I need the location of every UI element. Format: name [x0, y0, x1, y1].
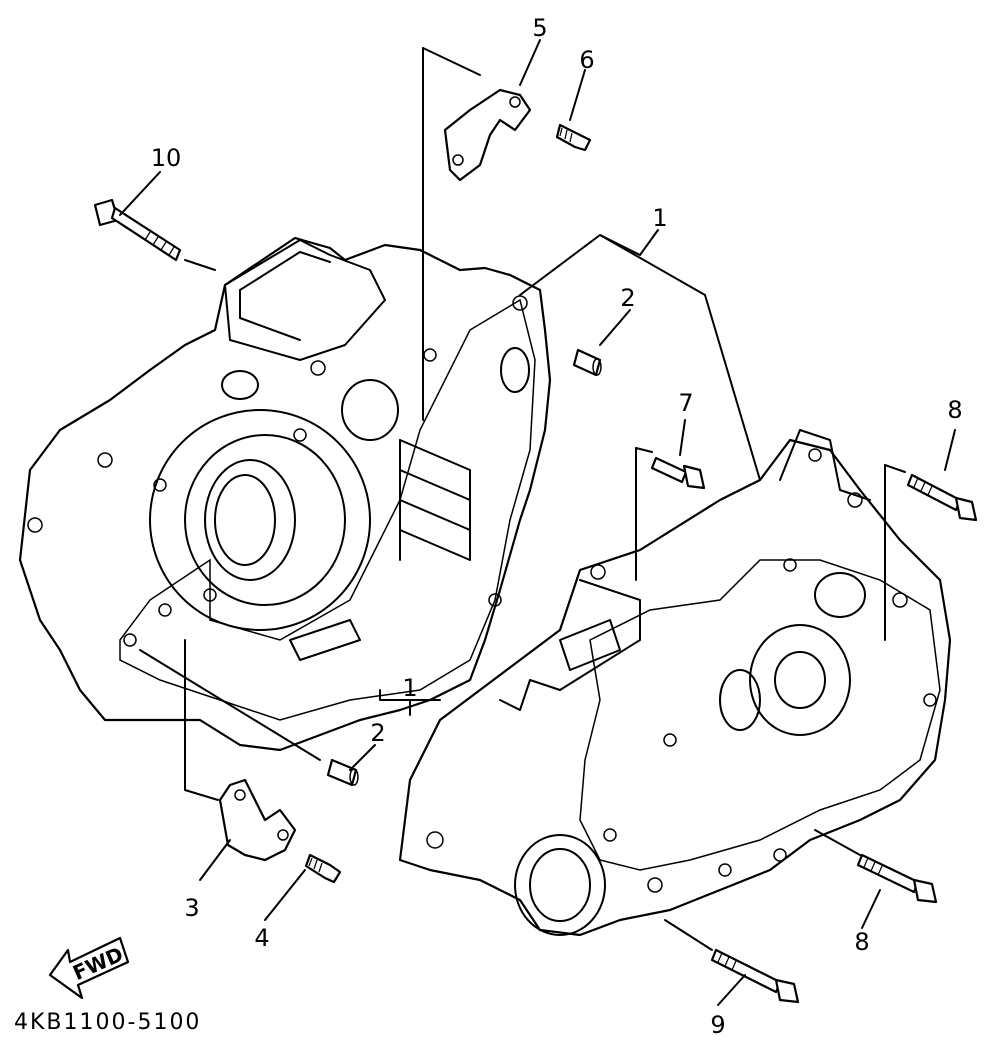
right-crankcase-half — [398, 429, 952, 937]
left-crankcase-half — [18, 236, 552, 752]
callout-8-upper: 8 — [947, 396, 963, 424]
callout-10: 10 — [150, 144, 182, 172]
callout-7: 7 — [678, 389, 694, 417]
screw-part-4 — [304, 853, 342, 884]
callout-8-lower: 8 — [854, 928, 870, 956]
callout-3: 3 — [184, 894, 200, 922]
bolt-part-7 — [650, 456, 706, 490]
dowel-part-2b — [326, 758, 359, 787]
callout-4: 4 — [254, 924, 270, 952]
drawing-code: 4KB1100-5100 — [14, 1010, 202, 1035]
dowel-part-2a — [572, 348, 602, 377]
callout-5: 5 — [532, 14, 548, 42]
callout-9: 9 — [710, 1011, 726, 1039]
bolt-part-8a — [906, 473, 978, 522]
fwd-arrow-icon: FWD — [48, 936, 130, 1000]
leader-lines — [119, 39, 956, 1006]
callout-1-lower: 1 — [402, 674, 418, 702]
callout-2-upper: 2 — [620, 284, 636, 312]
callout-6: 6 — [579, 46, 595, 74]
bolt-part-9 — [710, 948, 800, 1004]
bolt-part-10 — [93, 198, 182, 262]
bracket-part-3 — [218, 778, 297, 862]
callout-1-upper: 1 — [652, 204, 668, 232]
callout-2-lower: 2 — [370, 719, 386, 747]
bracket-part-5 — [443, 88, 532, 182]
bolt-part-8b — [856, 853, 938, 904]
screw-part-6 — [555, 123, 592, 152]
